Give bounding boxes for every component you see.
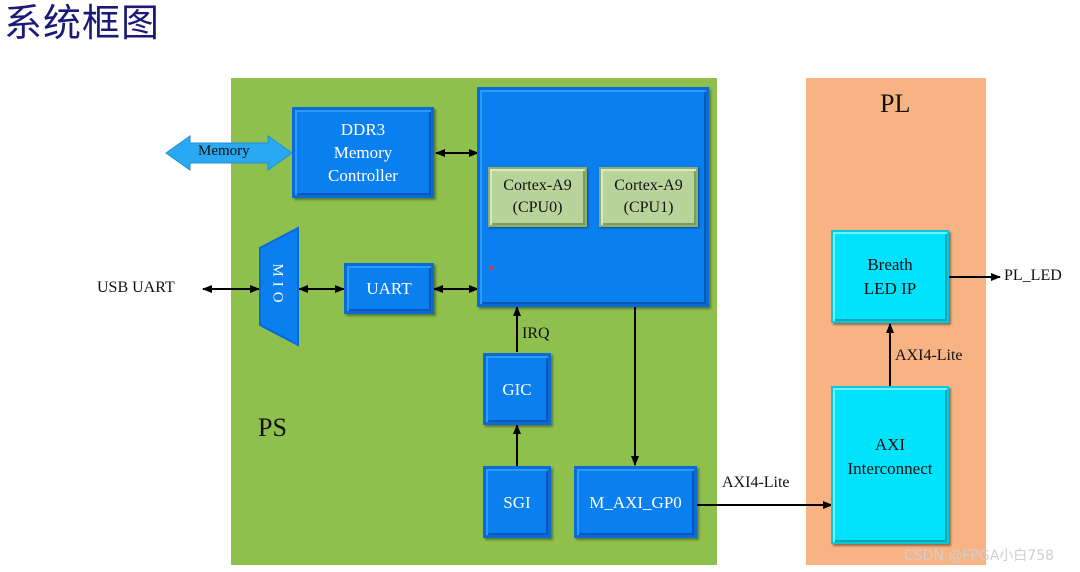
gic-block: GIC bbox=[483, 353, 551, 425]
pl-led-label: PL_LED bbox=[1004, 267, 1062, 284]
m-axi-gp0-label: M_AXI_GP0 bbox=[589, 492, 682, 512]
usb-uart-label: USB UART bbox=[97, 279, 175, 296]
cpu1-line2: (CPU1) bbox=[623, 199, 674, 216]
page-title: 系统框图 bbox=[4, 1, 161, 45]
red-dot-marker bbox=[489, 266, 493, 270]
cortex-a9-cpu1-block: Cortex-A9 (CPU1) bbox=[599, 167, 698, 227]
breath-led-line2: LED IP bbox=[863, 278, 917, 298]
gic-label: GIC bbox=[502, 379, 532, 399]
sgi-block: SGI bbox=[483, 466, 551, 538]
breath-led-line1: Breath bbox=[867, 254, 913, 274]
cpu0-line2: (CPU0) bbox=[512, 199, 563, 216]
ddr3-line2: Memory bbox=[333, 143, 393, 162]
m-axi-gp0-block: M_AXI_GP0 bbox=[574, 466, 697, 538]
cpu1-line1: Cortex-A9 bbox=[614, 177, 683, 194]
ddr3-line1: DDR3 bbox=[340, 120, 386, 139]
axi-interconnect-line1: AXI bbox=[874, 435, 906, 454]
breath-led-ip-block: Breath LED IP bbox=[831, 230, 949, 323]
sgi-label: SGI bbox=[503, 492, 531, 512]
uart-block: UART bbox=[344, 263, 434, 314]
axi-interconnect-block: AXI Interconnect bbox=[831, 386, 949, 544]
mio-block: MIO bbox=[262, 252, 292, 318]
pl-region-label: PL bbox=[880, 89, 911, 118]
uart-label: UART bbox=[366, 279, 412, 298]
axi4-lite-pl-label: AXI4-Lite bbox=[895, 347, 963, 364]
mio-label: MIO bbox=[269, 262, 286, 308]
ps-region-label: PS bbox=[258, 413, 287, 442]
mio-block-shape bbox=[259, 226, 299, 347]
ddr3-memory-controller-block: DDR3 Memory Controller bbox=[292, 107, 434, 198]
irq-label: IRQ bbox=[522, 325, 550, 342]
memory-label: Memory bbox=[198, 143, 250, 159]
axi-interconnect-line2: Interconnect bbox=[847, 459, 933, 478]
axi4-lite-link-label: AXI4-Lite bbox=[722, 474, 790, 491]
cpu0-line1: Cortex-A9 bbox=[503, 177, 572, 194]
cortex-a9-cpu0-block: Cortex-A9 (CPU0) bbox=[488, 167, 587, 227]
watermark: CSDN @FPGA小白758 bbox=[904, 548, 1055, 564]
ddr3-line3: Controller bbox=[328, 166, 398, 185]
